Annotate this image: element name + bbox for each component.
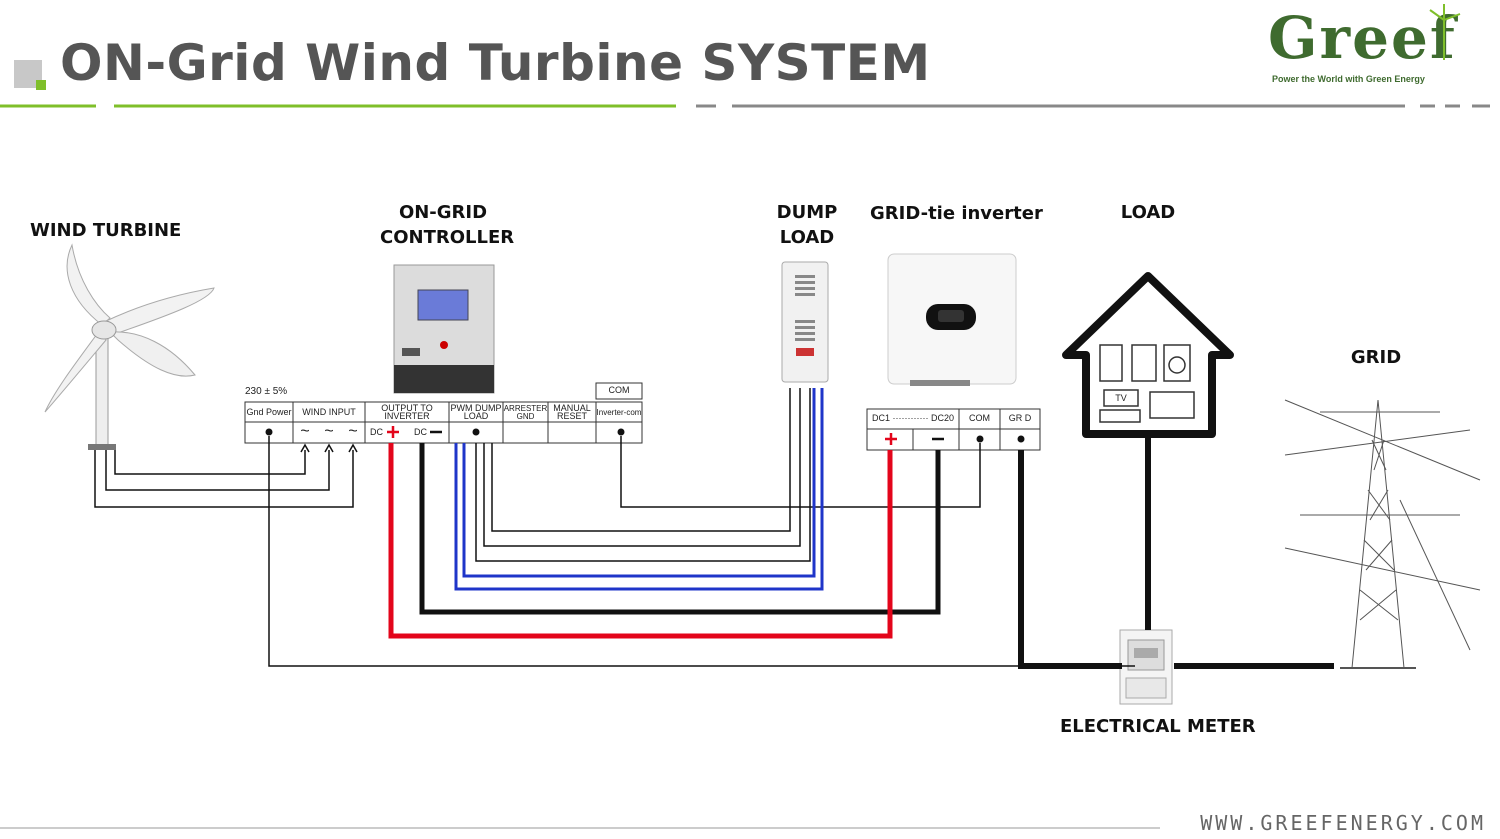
- wire-arrowhead-c: [348, 443, 358, 453]
- terminal-output-line1: OUTPUT TO: [381, 403, 433, 413]
- wire-dump-load-3: [475, 388, 811, 562]
- page-title: ON-Grid Wind Turbine SYSTEM: [60, 34, 931, 92]
- wire-dump-load-blue-1: [462, 388, 816, 578]
- label-grid-tie-inverter: GRID-tie inverter: [870, 203, 1043, 224]
- terminal-pwm-line2: LOAD: [463, 411, 489, 421]
- grid-tie-inverter-image: [887, 253, 1017, 386]
- wire-inverter-grid: [1018, 450, 1122, 669]
- terminal-wind-input: WIND INPUT: [302, 407, 356, 417]
- electrical-meter-image: [1119, 629, 1173, 705]
- wire-dc-negative: [419, 443, 941, 615]
- terminal-manual-line2: RESET: [556, 411, 587, 421]
- terminal-gnd-power: Gnd Power: [246, 407, 292, 417]
- inverter-dc-range-label: DC1 ············ DC20: [872, 413, 954, 423]
- title-bullet-accent: [36, 80, 46, 90]
- dc-polarity-symbols: [387, 426, 442, 438]
- label-wind-turbine: WIND TURBINE: [30, 220, 182, 241]
- logo-tagline: Power the World with Green Energy: [1272, 74, 1425, 84]
- wire-dc-positive: [388, 443, 893, 639]
- wire-arrowhead-b: [324, 443, 334, 453]
- controller-com-label: COM: [608, 385, 630, 395]
- wire-arrowhead-a: [300, 443, 310, 453]
- label-controller-line1: ON-GRID: [398, 202, 488, 223]
- controller-terminal-dots: [265, 428, 625, 436]
- wind-input-phase-2: ~: [324, 423, 334, 440]
- wire-turbine-phase-b: [105, 450, 330, 491]
- house-tv-label: TV: [1115, 393, 1127, 403]
- terminal-dc-plus-label: DC: [370, 427, 383, 437]
- wind-input-phase-1: ~: [300, 423, 310, 440]
- inverter-terminal-block: [866, 408, 1041, 451]
- wires: [94, 388, 1334, 669]
- controller-terminal-block: [244, 382, 643, 444]
- wire-turbine-phase-c: [94, 450, 354, 508]
- wire-dump-load-1: [491, 388, 791, 532]
- logo-turbine-icon: [1429, 4, 1461, 60]
- terminal-dc-minus-label: DC: [414, 427, 427, 437]
- label-controller-line2: CONTROLLER: [380, 227, 515, 248]
- inverter-grid-label: GR D: [1008, 413, 1032, 423]
- website-url[interactable]: WWW.GREEFENERGY.COM: [1200, 811, 1486, 835]
- wire-dump-load-blue-2: [454, 388, 824, 591]
- wind-turbine-icon: [44, 243, 215, 450]
- wind-input-phase-3: ~: [348, 423, 358, 440]
- terminal-manual-line1: MANUAL: [553, 403, 591, 413]
- terminal-output-line2: INVERTER: [384, 411, 430, 421]
- label-grid: GRID: [1350, 347, 1402, 368]
- wire-dump-load-2: [483, 388, 801, 547]
- terminal-pwm-line1: PWM DUMP: [450, 403, 502, 413]
- inverter-terminal-dots: [885, 433, 1025, 445]
- transmission-tower-icon: [1284, 399, 1481, 669]
- logo-wordmark: Greef: [1268, 4, 1457, 72]
- label-dump-load-line1: DUMP: [776, 202, 838, 223]
- controller-voltage-label: 230 ± 5%: [245, 386, 288, 397]
- wire-turbine-phase-a: [114, 450, 306, 475]
- terminal-arrester-line1: ARRESTER: [503, 404, 548, 413]
- terminal-inverter-com: Inverter-com: [596, 408, 642, 417]
- greef-logo: Greef Power the World with Green Energy: [1262, 4, 1490, 90]
- inverter-com-label: COM: [969, 413, 990, 423]
- house-icon: [1062, 272, 1234, 438]
- wire-ground: [268, 436, 1135, 667]
- label-load: LOAD: [1120, 202, 1176, 223]
- label-electrical-meter: ELECTRICAL METER: [1060, 716, 1256, 737]
- label-dump-load-line2: LOAD: [779, 227, 835, 248]
- on-grid-controller-image: [393, 264, 495, 394]
- terminal-arrester-line2: GND: [516, 412, 535, 421]
- dump-load-image: [781, 261, 829, 383]
